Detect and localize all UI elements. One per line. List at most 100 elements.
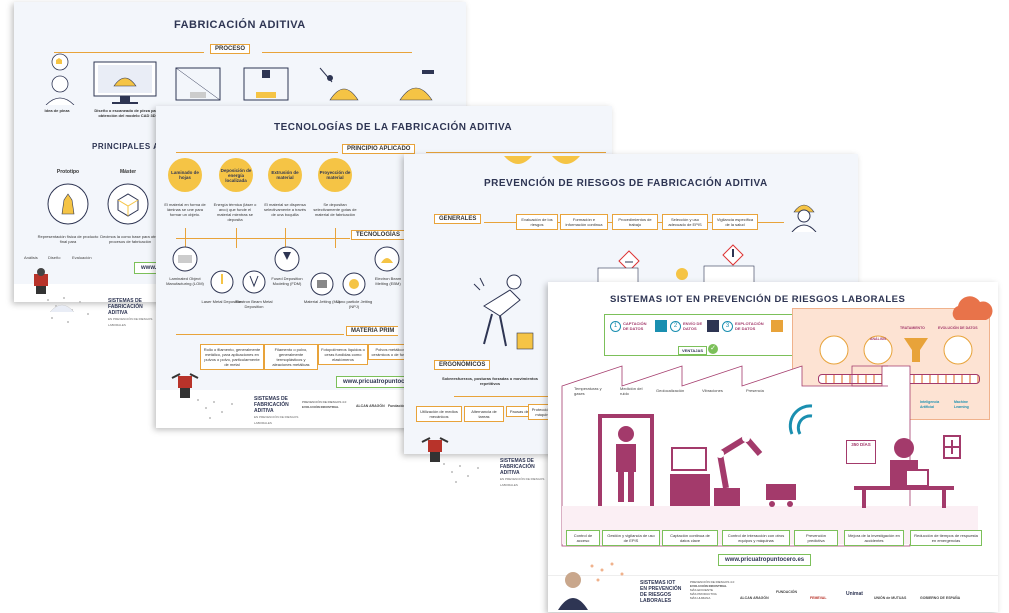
- step-number: 1: [610, 320, 621, 332]
- yellow-circles-decoration: [504, 156, 580, 164]
- generales-tag: GENERALES: [434, 214, 482, 224]
- tech-name: Fused Deposition Modeling (FDM): [271, 276, 303, 286]
- sensor-label: Medición del ruido: [620, 386, 643, 396]
- poster-title: SISTEMAS IOT EN PREVENCIÓN DE RIESGOS LA…: [610, 294, 906, 305]
- tech-name: Laser Metal Deposition: [201, 299, 243, 304]
- nano-jetting-icon: [342, 272, 366, 296]
- robot-logo-icon: [34, 268, 48, 294]
- divider: [54, 52, 204, 53]
- footer-mid: PREVENCIÓN DE RIESGOS 4.0 EVOLUCIÓN INDU…: [302, 400, 346, 410]
- ergo-desc: Sobreesfuerzos, posturas forzadas o movi…: [441, 376, 539, 386]
- poster-title: TECNOLOGÍAS DE LA FABRICACIÓN ADITIVA: [274, 122, 513, 133]
- laser-deposition-icon: [210, 270, 234, 294]
- brand-line: ADITIVA: [254, 408, 274, 414]
- sensor-label: Presencia: [746, 388, 764, 393]
- worker-helmet-icon: [791, 204, 817, 232]
- app-desc: Representación física de producto final …: [37, 234, 99, 244]
- brand-sub: EN PREVENCIÓN DE RIESGOS LABORALES: [254, 415, 299, 425]
- tecnologias-tag: TECNOLOGÍAS: [351, 230, 405, 240]
- divider: [176, 238, 350, 239]
- box-icon: [516, 332, 534, 350]
- app-desc: Decimos la como base para otros procesos…: [100, 234, 160, 244]
- tech-circle: Extrusión de material: [268, 158, 302, 192]
- divider: [426, 152, 606, 153]
- footer-line: EVOLUCIÓN INDUSTRIAL: [302, 405, 339, 409]
- sensor-label: Temperaturas y gases: [574, 386, 602, 396]
- robot-arm-icon: [714, 434, 763, 506]
- principales-heading: PRINCIPALES APLIC: [92, 142, 180, 151]
- brand-line: SISTEMAS DE: [254, 396, 288, 402]
- benefit-box: Captación continua de datos clave: [662, 530, 718, 546]
- brand-title: SISTEMAS DE FABRICACIÓN ADITIVA EN PREVE…: [108, 298, 158, 328]
- transport-cart-icon: [766, 484, 796, 507]
- brand-line: FABRICACIÓN: [500, 464, 535, 470]
- footer-logo: UNIÓN de MUTUAS: [874, 596, 907, 600]
- material-jetting-icon: [310, 272, 334, 296]
- dot-network-decoration: [197, 399, 233, 419]
- benefit-box: Control de acceso: [566, 530, 600, 546]
- step-label: Idea de pieza: [44, 108, 70, 113]
- footer-logo: FUNDACIÓN: [776, 590, 797, 594]
- tech-circle: Proyección de material: [318, 158, 352, 192]
- app-label: Prototipo: [56, 169, 80, 175]
- cloud-icon: [952, 296, 993, 320]
- computer-cad-icon: [93, 61, 157, 104]
- brand-sub: EN PREVENCIÓN DE RIESGOS LABORALES: [500, 477, 545, 487]
- tech-name: Laminated Object Manufacturing (LOM): [166, 276, 204, 286]
- treatment-label: TRATAMIENTO: [900, 326, 925, 330]
- robot-logo-icon: [421, 437, 449, 462]
- fdm-icon: [274, 246, 300, 272]
- warning-sign-icon: [722, 244, 744, 266]
- flow-step: 1 CAPTACIÓN DE DATOS: [610, 320, 667, 332]
- ergo-item: Utilización de medios mecánicos: [416, 406, 462, 422]
- dot-network-decoration: [443, 463, 479, 483]
- benefit-box: Reducción de tiempos de respuesta en eme…: [910, 530, 982, 546]
- check-icon: ✓: [708, 344, 718, 354]
- 3d-printer-icon: [175, 67, 221, 101]
- poster-title: PREVENCIÓN DE RIESGOS DE FABRICACIÓN ADI…: [484, 178, 768, 189]
- tech-name: Electron Beam Melting (EBM): [374, 276, 402, 286]
- brand-line: ADITIVA: [108, 310, 128, 316]
- monitoring-station-icon: [670, 447, 710, 506]
- footer-logo: Fundación: [388, 404, 406, 408]
- helmet-print-icon: [319, 67, 359, 101]
- brand-title: SISTEMAS DE FABRICACIÓN ADITIVA EN PREVE…: [500, 458, 550, 488]
- dot-network-decoration: [590, 562, 624, 582]
- brand-line: EN PREVENCIÓN: [640, 586, 682, 592]
- footer-line: MÁS EFICIENTE: [690, 588, 714, 592]
- tech-name: Nano particle Jetting (NPJ): [335, 299, 373, 309]
- divider: [262, 52, 412, 53]
- flow-step: 3 EXPLOTACIÓN DE DATOS: [722, 320, 783, 332]
- footer-line: MÁS PRODUCTIVA: [690, 592, 717, 596]
- evolution-label: EVOLUCIÓN DE DATOS: [938, 326, 978, 330]
- materia-tag: MATERIA PRIM: [346, 326, 399, 336]
- sensor-label: Geolocalización: [656, 388, 685, 393]
- general-item: Vigilancia específica de la salud: [712, 214, 758, 230]
- material-box: Rollo o filamento, generalmente metálico…: [200, 344, 264, 370]
- desk-worker-icon: [854, 435, 961, 508]
- material-box: Fotopolímeros líquidos o ceras fundidas …: [318, 344, 368, 365]
- website-link[interactable]: www.pricuatropuntocero.es: [718, 554, 812, 566]
- general-item: Selección y uso adecuado de EPIS: [662, 214, 708, 230]
- brand-line: SISTEMAS DE: [108, 298, 142, 304]
- step-number: 2: [670, 320, 681, 332]
- days-counter: 350 DÍAS: [851, 442, 871, 447]
- footer-line: PREVENCIÓN DE RIESGOS 4.0: [302, 400, 347, 404]
- step-label: EXPLOTACIÓN DE DATOS: [735, 321, 764, 331]
- circle-desc: El material en forma de láminas se une p…: [164, 202, 206, 217]
- brand-line: LABORALES: [640, 598, 672, 604]
- footer-line: MÁS HUMANA: [690, 596, 711, 600]
- poster-title: FABRICACIÓN ADITIVA: [174, 19, 306, 31]
- divider: [176, 152, 338, 153]
- sensor-icon: [655, 320, 667, 332]
- ergonomicos-tag: ERGONÓMICOS: [434, 360, 491, 370]
- lom-machine-icon: [172, 246, 198, 272]
- person-idea-icon: [45, 53, 75, 105]
- circle-desc: Energía térmica (láser o arco) que funde…: [213, 202, 257, 222]
- cloud-icon: [771, 320, 783, 332]
- factory-outline: [561, 365, 911, 547]
- brand-title: SISTEMAS DE FABRICACIÓN ADITIVA EN PREVE…: [254, 396, 304, 426]
- poster-iot[interactable]: SISTEMAS IOT EN PREVENCIÓN DE RIESGOS LA…: [548, 282, 998, 612]
- master-icon: [107, 183, 149, 225]
- step-number: 3: [722, 320, 733, 332]
